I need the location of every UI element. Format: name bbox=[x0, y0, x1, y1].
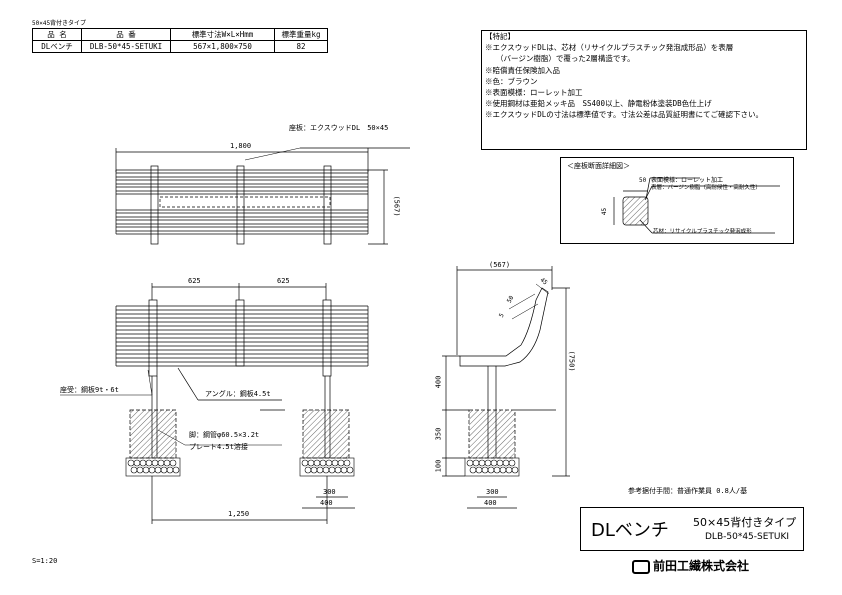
title-product-name: DLベンチ bbox=[591, 520, 669, 541]
front-dim-span: 1,250 bbox=[228, 510, 250, 518]
section-label-surface: 表層：バージン樹脂（高耐候性・高耐久性） bbox=[651, 185, 761, 191]
features-title: 【特記】 bbox=[485, 32, 515, 41]
side-view bbox=[442, 266, 570, 509]
features-line: ※エクスウッドDLは、芯材（リサイクルプラスチック発泡成形品）を表層 bbox=[485, 43, 734, 53]
title-block: DLベンチ 50×45背付きタイプ DLB-50*45-SETUKI bbox=[580, 507, 804, 551]
front-backrest-slats bbox=[115, 305, 369, 367]
title-code: DLB-50*45-SETUKI bbox=[705, 532, 790, 542]
front-dim-left: 625 bbox=[188, 277, 201, 285]
features-line: ※賠償責任保険加入品 bbox=[485, 65, 560, 75]
front-dim-footing-400: 400 bbox=[320, 499, 333, 507]
spec-cell-name: DLベンチ bbox=[32, 40, 82, 53]
side-footing bbox=[464, 457, 520, 477]
plan-dim-length: 1,800 bbox=[230, 142, 252, 150]
side-dim-footing-300: 300 bbox=[486, 488, 499, 496]
front-label-leg: 脚：鋼管φ60.5×3.2t bbox=[189, 431, 260, 439]
features-line: ※使用鋼材は亜鉛メッキ品 SS400以上、静電粉体塗装DB色仕上げ bbox=[485, 99, 712, 109]
features-box: 【特記】 ※エクスウッドDLは、芯材（リサイクルプラスチック発泡成形品）を表層 … bbox=[481, 30, 807, 150]
install-note: 参考据付手間：普通作業員 0.8人/基 bbox=[628, 487, 748, 495]
spec-table-row: DLベンチ DLB-50*45-SETUKI 567×1,800×750 82 bbox=[32, 40, 328, 53]
spec-cell-weight: 82 bbox=[274, 40, 328, 53]
company-name-text: 前田工繊株式会社 bbox=[653, 559, 750, 573]
side-dim-footing-400: 400 bbox=[484, 499, 497, 507]
features-line: （バージン樹脂）で覆った2層構造です。 bbox=[496, 54, 635, 64]
front-label-seat-support: 座受：鋼板9t・6t bbox=[60, 386, 119, 394]
front-dim-footing-300: 300 bbox=[323, 488, 336, 496]
company-logo-icon bbox=[632, 559, 650, 574]
plan-view bbox=[115, 147, 410, 245]
front-footing-right bbox=[299, 457, 355, 477]
section-detail-box: ＜座板断面詳細図＞ 表面模様：ローレット加工 表層：バージン樹脂（高耐候性・高耐… bbox=[560, 157, 794, 244]
header-type-label: 50×45背付きタイプ bbox=[32, 20, 87, 27]
spec-table: 品 名 品 番 標準寸法W×L×Hmm 標準重量kg DLベンチ DLB-50*… bbox=[32, 28, 328, 53]
plan-seat-label: 座板：エクスウッドDL 50×45 bbox=[289, 124, 389, 132]
front-label-plate: プレート4.5t溶接 bbox=[189, 443, 248, 451]
title-type: 50×45背付きタイプ bbox=[693, 516, 797, 529]
section-label-pattern: 表面模様：ローレット加工 bbox=[651, 177, 724, 184]
company-name: 前田工繊株式会社 bbox=[632, 557, 749, 574]
side-dim-400: 400 bbox=[434, 375, 443, 389]
front-footing-left bbox=[125, 457, 181, 477]
features-line: ※表面模様：ローレット加工 bbox=[485, 88, 583, 98]
plan-dim-width: (567) bbox=[392, 195, 401, 217]
features-line: ※エクスウッドDLの寸法は標準値です。寸法公差は品質証明書にてご確認下さい。 bbox=[485, 110, 764, 120]
side-dim-100: 100 bbox=[434, 459, 443, 473]
front-view bbox=[60, 283, 369, 524]
section-detail-graphic bbox=[613, 177, 780, 234]
section-dim-w: 50 bbox=[639, 177, 647, 184]
front-dim-right: 625 bbox=[277, 277, 290, 285]
side-dim-top: (567) bbox=[489, 261, 511, 269]
side-dim-height: (750) bbox=[567, 350, 576, 372]
section-label-core: 芯材：リサイクルプラスチック発泡成形 bbox=[653, 229, 752, 235]
spec-cell-size: 567×1,800×750 bbox=[170, 40, 275, 53]
front-label-angle: アングル：鋼板4.5t bbox=[205, 390, 271, 398]
scale-label: S=1:20 bbox=[32, 557, 58, 565]
side-dim-350: 350 bbox=[434, 427, 443, 441]
features-line: ※色：ブラウン bbox=[485, 76, 538, 86]
section-detail-title: ＜座板断面詳細図＞ bbox=[567, 162, 630, 170]
